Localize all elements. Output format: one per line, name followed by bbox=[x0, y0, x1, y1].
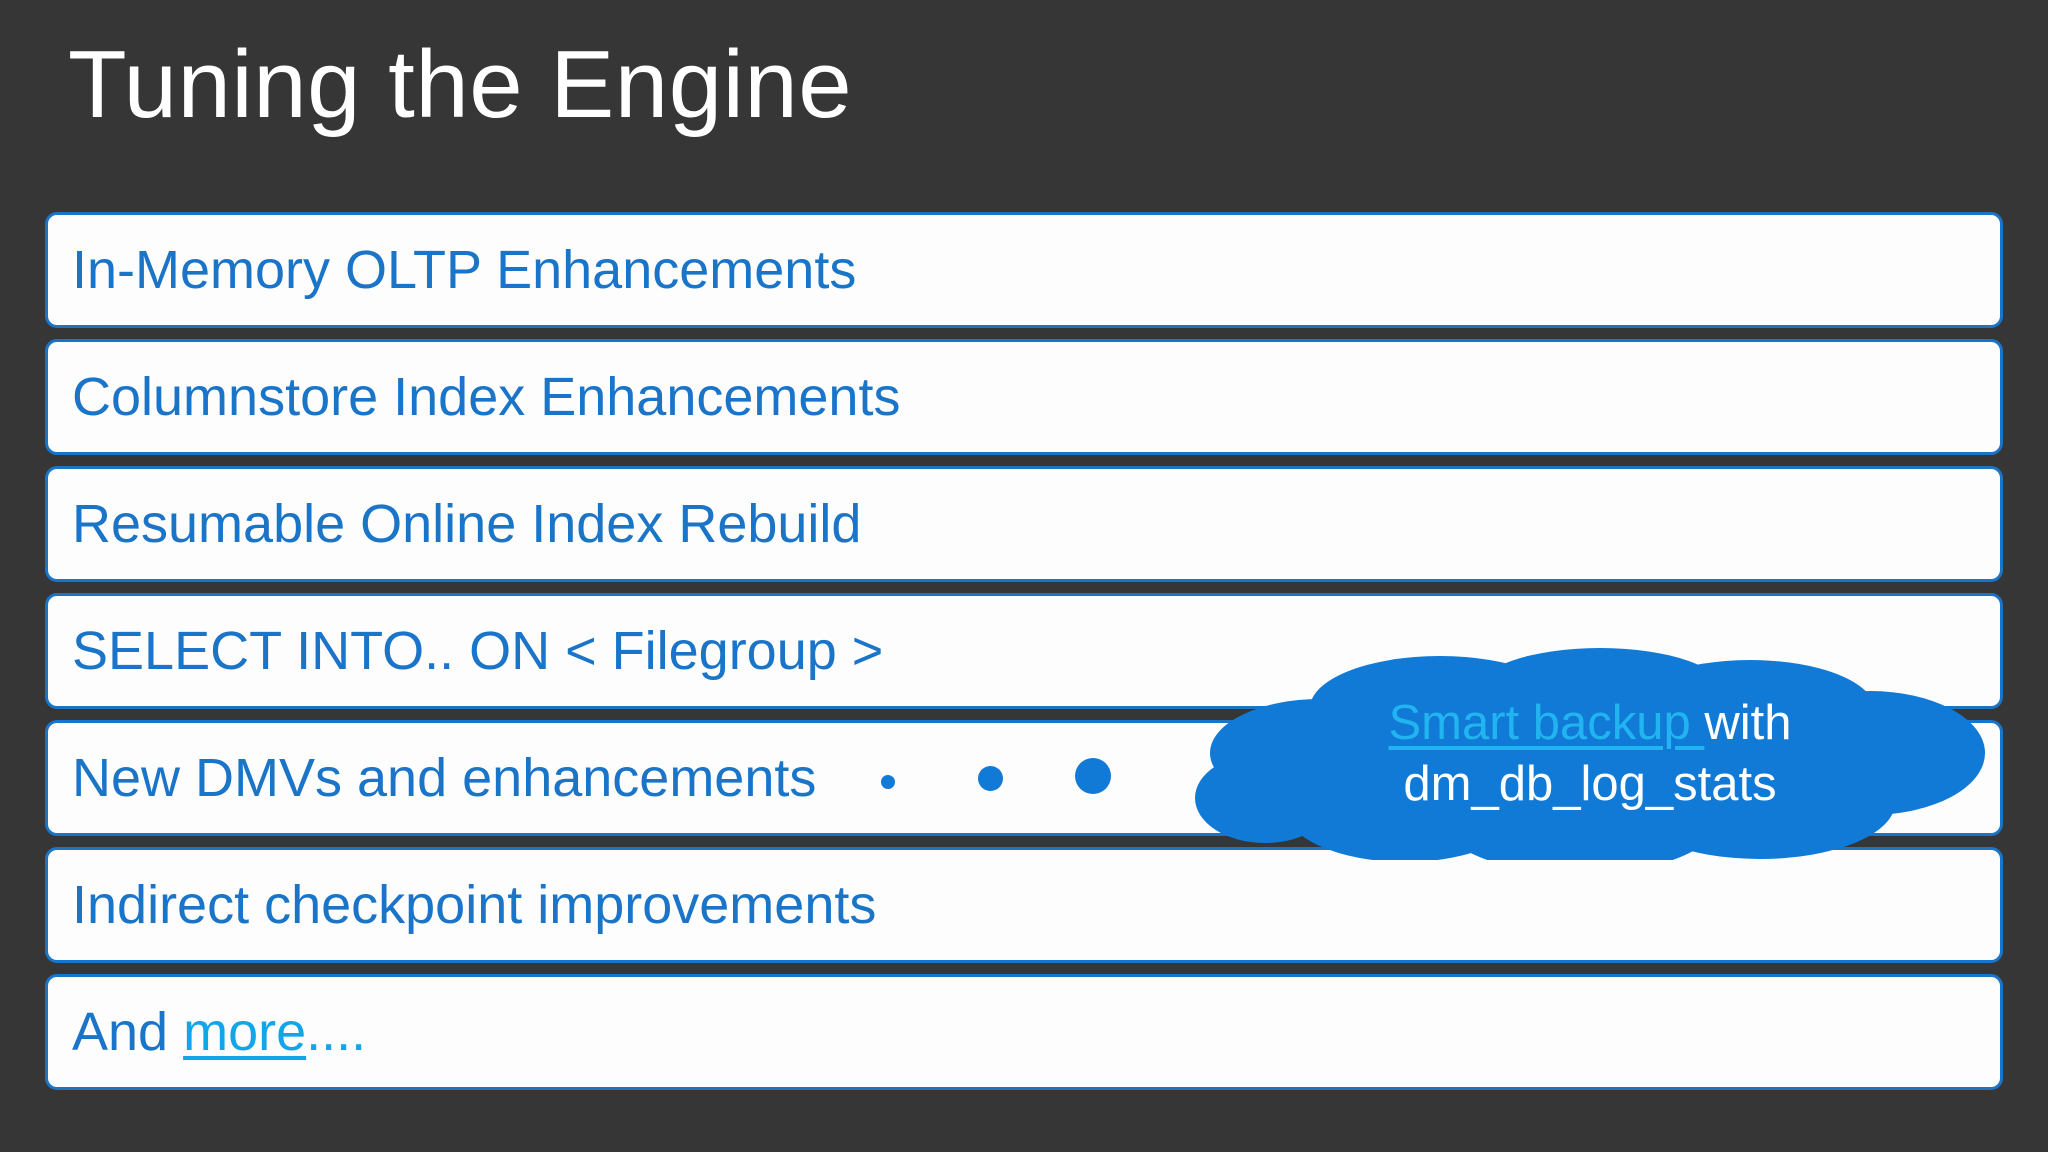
feature-card-resumable-index-rebuild[interactable]: Resumable Online Index Rebuild bbox=[45, 466, 2003, 582]
feature-card-label: In-Memory OLTP Enhancements bbox=[72, 240, 857, 300]
smart-backup-link[interactable]: Smart backup bbox=[1388, 696, 1705, 750]
feature-card-in-memory-oltp[interactable]: In-Memory OLTP Enhancements bbox=[45, 212, 2003, 328]
feature-card-label: Resumable Online Index Rebuild bbox=[72, 494, 862, 554]
feature-card-label: New DMVs and enhancements bbox=[72, 748, 817, 808]
feature-card-indirect-checkpoint[interactable]: Indirect checkpoint improvements bbox=[45, 847, 2003, 963]
callout-line-2: dm_db_log_stats bbox=[1403, 757, 1777, 811]
feature-card-label: And more.... bbox=[48, 1002, 366, 1062]
feature-card-and-more[interactable]: And more.... bbox=[45, 974, 2003, 1090]
callout-line-1-rest: with bbox=[1704, 696, 1792, 750]
feature-card-label: Columnstore Index Enhancements bbox=[72, 367, 901, 427]
feature-card-label: Indirect checkpoint improvements bbox=[72, 875, 877, 935]
feature-card-label: SELECT INTO.. ON < Filegroup > bbox=[72, 621, 884, 681]
page-title: Tuning the Engine bbox=[68, 31, 853, 138]
more-link[interactable]: more bbox=[183, 1002, 307, 1062]
callout-line-1: Smart backup with bbox=[1388, 693, 1791, 754]
and-more-trailing-dots: .... bbox=[306, 1002, 367, 1062]
and-more-lead-text: And bbox=[72, 1002, 184, 1062]
cloud-shape-icon bbox=[1195, 648, 1985, 860]
smart-backup-callout[interactable]: Smart backup with dm_db_log_stats bbox=[1190, 648, 1990, 860]
feature-card-columnstore-index[interactable]: Columnstore Index Enhancements bbox=[45, 339, 2003, 455]
callout-text: Smart backup with dm_db_log_stats bbox=[1190, 648, 1990, 860]
feature-card-list: In-Memory OLTP Enhancements Columnstore … bbox=[45, 212, 2003, 1101]
